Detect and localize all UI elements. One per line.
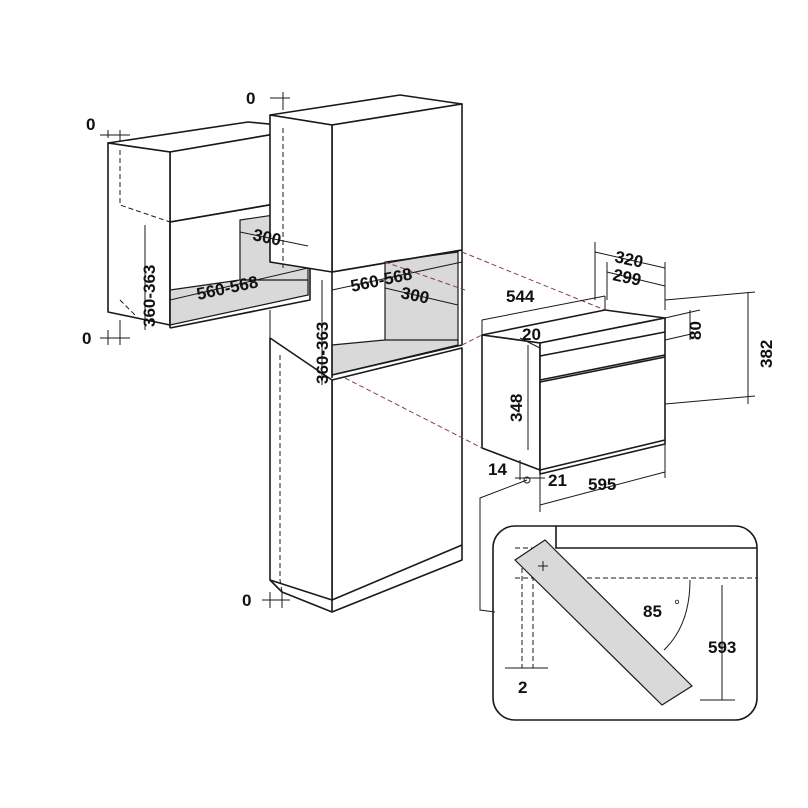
oven [344, 251, 666, 475]
oven-top-offset-label: 20 [522, 325, 541, 344]
door-angle-label: 85 [643, 602, 662, 621]
oven-panel-height-label: 80 [686, 321, 705, 340]
wall-top-gap-label: 0 [86, 115, 95, 134]
tall-niche-height-label: 360-363 [313, 322, 332, 384]
door-detail-inset [479, 476, 758, 721]
wall-bottom-gap-label: 0 [82, 329, 91, 348]
oven-body-height-label: 348 [507, 394, 526, 422]
wall-niche-height-label: 360-363 [140, 265, 159, 327]
dimension-lines [100, 92, 756, 608]
tall-bottom-gap-label: 0 [242, 591, 251, 610]
open-door [514, 539, 693, 706]
tall-top-gap-label: 0 [246, 89, 255, 108]
tall-cabinet [269, 94, 463, 613]
oven-left-gap-label: 14 [488, 460, 507, 479]
door-swing-height-label: 593 [708, 638, 736, 657]
oven-total-height-label: 382 [757, 340, 776, 368]
oven-bottom-offset-label: 21 [548, 471, 567, 490]
door-angle-unit: ° [674, 597, 680, 614]
oven-front-width-label: 595 [588, 475, 616, 494]
oven-body-width-label: 544 [506, 287, 535, 306]
door-gap-label: 2 [518, 678, 527, 697]
